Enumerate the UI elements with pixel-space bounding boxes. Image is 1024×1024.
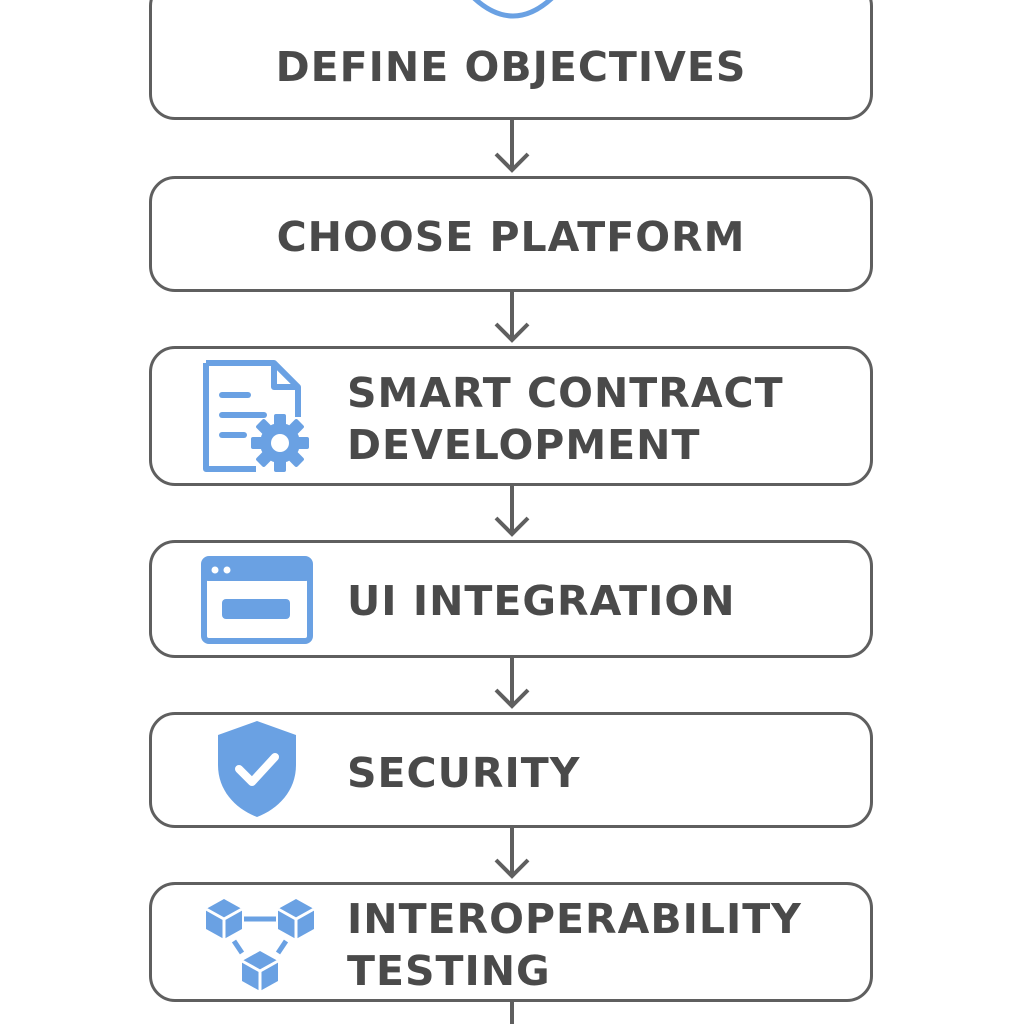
step-choose-platform: CHOOSE PLATFORM — [149, 176, 873, 292]
flow-arrow — [494, 658, 530, 709]
step-smart-contract-development: SMART CONTRACT DEVELOPMENT — [149, 346, 873, 486]
document-gear-icon — [203, 360, 309, 472]
step-label: SECURITY — [347, 749, 581, 797]
step-define-objectives: DEFINE OBJECTIVES — [149, 0, 873, 120]
flow-arrow — [494, 120, 530, 173]
step-label-line: TESTING — [347, 947, 551, 995]
flow-arrow — [494, 828, 530, 879]
target-icon — [472, 0, 554, 19]
flow-arrow — [510, 1002, 514, 1024]
step-label: CHOOSE PLATFORM — [276, 213, 746, 261]
step-label: UI INTEGRATION — [347, 577, 736, 625]
flow-arrow — [494, 486, 530, 537]
step-interoperability-testing: INTEROPERABILITY TESTING — [149, 882, 873, 1002]
step-label: SMART CONTRACT DEVELOPMENT — [347, 367, 784, 471]
flow-arrow — [494, 292, 530, 343]
browser-window-icon — [201, 556, 313, 644]
step-label: DEFINE OBJECTIVES — [275, 43, 747, 91]
step-security: SECURITY — [149, 712, 873, 828]
shield-check-icon — [218, 721, 296, 817]
step-label-line: SMART CONTRACT — [347, 369, 784, 417]
step-label-line: INTEROPERABILITY — [347, 895, 802, 943]
linked-blocks-icon — [205, 899, 315, 991]
step-label: INTEROPERABILITY TESTING — [347, 893, 802, 997]
step-label-line: DEVELOPMENT — [347, 421, 701, 469]
step-ui-integration: UI INTEGRATION — [149, 540, 873, 658]
